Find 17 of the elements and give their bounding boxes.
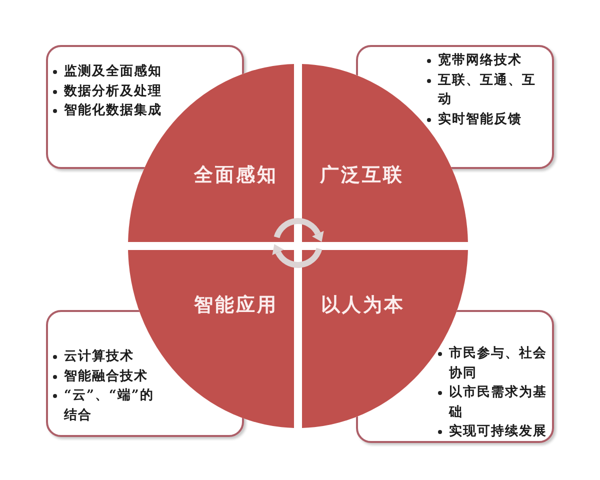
bullet-point-text: 市民参与、社会协同 xyxy=(449,344,548,382)
bullet-point-text: 数据分析及处理 xyxy=(64,82,163,100)
bullet-point-text: 以市民需求为基础 xyxy=(449,384,548,422)
bullet-point-text: 监测及全面感知 xyxy=(64,63,163,81)
bullet-point-text: 互联、互通、互动 xyxy=(438,72,537,109)
bullet-point-text: 云计算技术 xyxy=(64,348,135,366)
quadrant-label: 智能应用 xyxy=(194,293,278,317)
quadrant-label: 广泛互联 xyxy=(320,163,404,187)
bullet-point-text: 实时智能反馈 xyxy=(438,110,523,128)
bullet-point-text: 智能融合技术 xyxy=(64,368,149,386)
quadrant-label: 以人为本 xyxy=(321,293,405,317)
quadrant-segment xyxy=(302,64,468,242)
bullet-point-text: “云”、“端”的结合 xyxy=(64,387,155,424)
bullet-point-text: 宽带网络技术 xyxy=(438,52,523,70)
bullet-point-text: 智能化数据集成 xyxy=(64,102,163,120)
quadrant-label: 全面感知 xyxy=(194,163,278,187)
bullet-point-text: 实现可持续发展 xyxy=(449,422,548,441)
